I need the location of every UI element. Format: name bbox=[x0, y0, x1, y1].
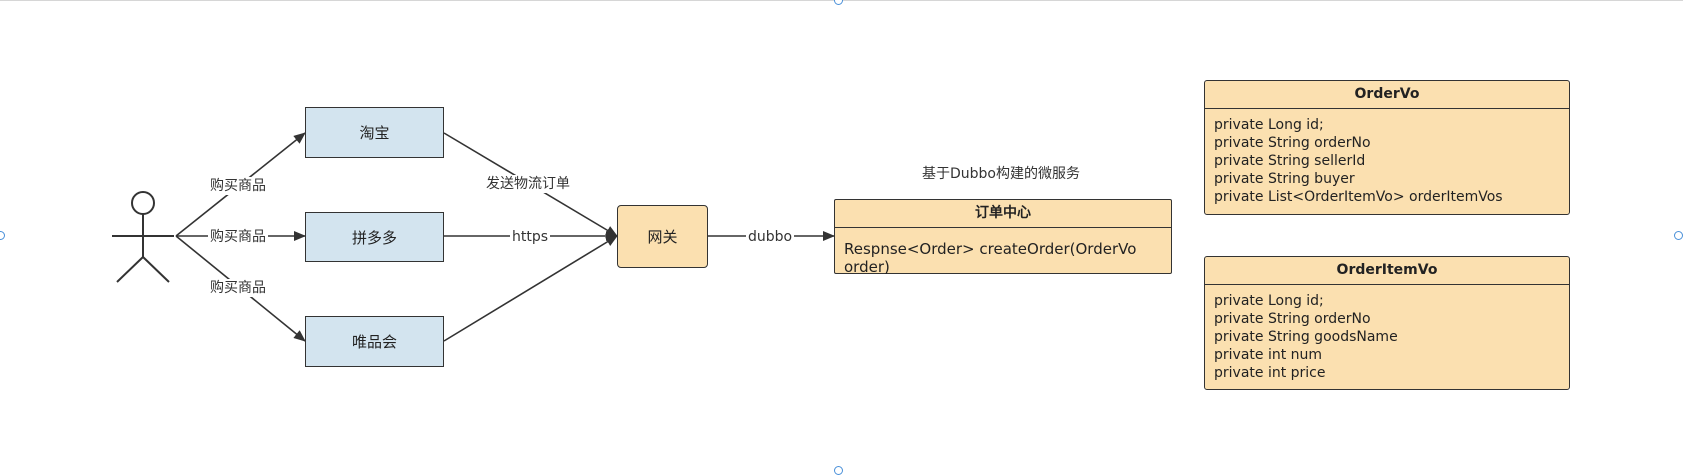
selection-handle-top[interactable] bbox=[834, 0, 843, 5]
order-center-class[interactable]: 订单中心 Respnse<Order> createOrder(OrderVo … bbox=[834, 199, 1172, 276]
order-center-title: 订单中心 bbox=[835, 200, 1171, 228]
order-center-method: Respnse<Order> createOrder(OrderVo order… bbox=[844, 240, 1137, 276]
node-gateway[interactable]: 网关 bbox=[617, 205, 708, 268]
order-vo-field: private String orderNo bbox=[1214, 135, 1371, 151]
order-item-vo-field: private String goodsName bbox=[1214, 329, 1398, 345]
order-vo-fields: private Long id; private String orderNo … bbox=[1205, 109, 1569, 213]
node-taobao-label: 淘宝 bbox=[359, 124, 390, 142]
edge-label-buy-pinduoduo: 购买商品 bbox=[208, 228, 268, 246]
node-vipshop[interactable]: 唯品会 bbox=[305, 316, 444, 367]
node-pinduoduo[interactable]: 拼多多 bbox=[305, 212, 444, 262]
edge-label-send-logistics: 发送物流订单 bbox=[484, 175, 572, 193]
edge-label-buy-taobao: 购买商品 bbox=[208, 177, 268, 195]
selection-handle-left[interactable] bbox=[0, 231, 5, 240]
order-item-vo-field: private int price bbox=[1214, 365, 1326, 381]
microservice-caption: 基于Dubbo构建的微服务 bbox=[922, 166, 1080, 182]
order-item-vo-class[interactable]: OrderItemVo private Long id; private Str… bbox=[1204, 256, 1570, 390]
edge-label-dubbo: dubbo bbox=[746, 228, 795, 246]
order-vo-class[interactable]: OrderVo private Long id; private String … bbox=[1204, 80, 1570, 215]
order-vo-field: private Long id; bbox=[1214, 117, 1324, 133]
actor-user-icon[interactable] bbox=[112, 191, 174, 283]
node-gateway-label: 网关 bbox=[647, 228, 678, 246]
node-vipshop-label: 唯品会 bbox=[351, 333, 397, 351]
order-vo-field: private String buyer bbox=[1214, 171, 1355, 187]
order-vo-field: private String sellerId bbox=[1214, 153, 1366, 169]
order-item-vo-field: private String orderNo bbox=[1214, 311, 1371, 327]
order-vo-field: private List<OrderItemVo> orderItemVos bbox=[1214, 189, 1503, 205]
node-taobao[interactable]: 淘宝 bbox=[305, 107, 444, 158]
edge-label-buy-vipshop: 购买商品 bbox=[208, 279, 268, 297]
node-pinduoduo-label: 拼多多 bbox=[351, 228, 397, 247]
order-item-vo-field: private Long id; bbox=[1214, 293, 1324, 309]
order-item-vo-fields: private Long id; private String orderNo … bbox=[1205, 285, 1569, 389]
order-item-vo-field: private int num bbox=[1214, 347, 1323, 363]
edge-label-https: https bbox=[510, 228, 551, 246]
order-vo-title: OrderVo bbox=[1205, 81, 1569, 109]
edge-vipshop-gateway[interactable] bbox=[443, 235, 618, 342]
order-item-vo-title: OrderItemVo bbox=[1205, 257, 1569, 285]
